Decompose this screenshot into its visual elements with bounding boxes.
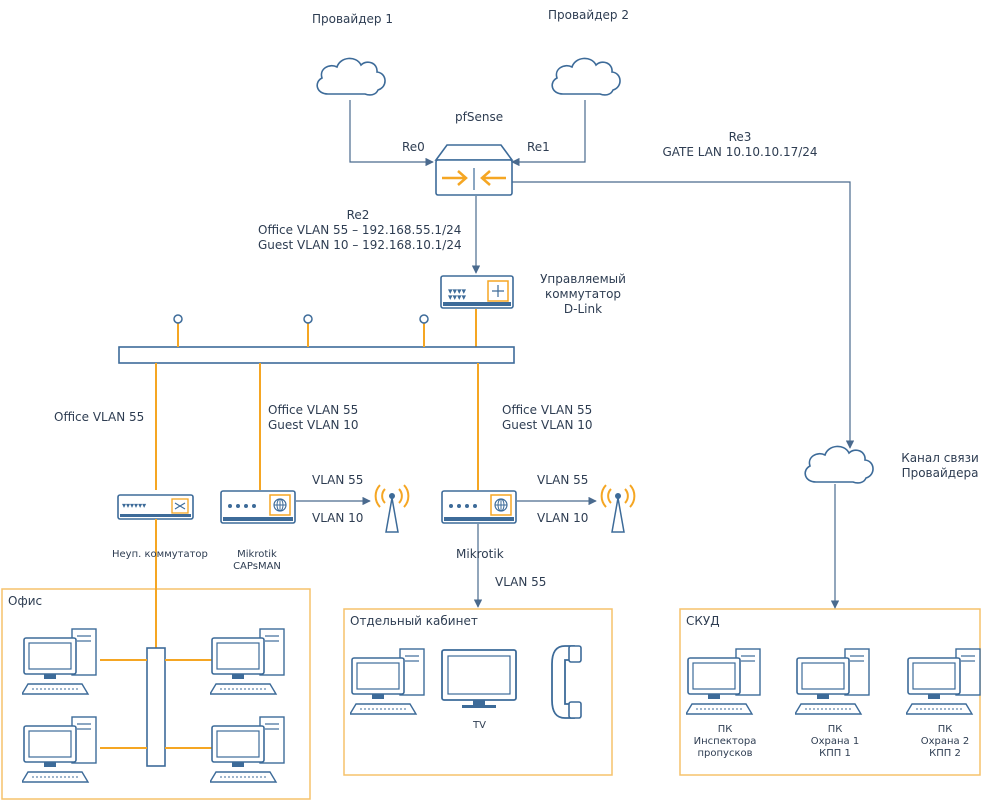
mikrotik-vlan-line2: Guest VLAN 10 [502,418,593,432]
port-node-1 [173,314,183,324]
wifi-antenna-a-icon [374,484,410,533]
office-pc-4-icon [210,716,285,783]
provider-link-line2: Провайдера [901,466,979,480]
capsman-vlan-line1: Office VLAN 55 [268,403,359,417]
skud-pc-3-line3: КПП 2 [929,748,961,759]
capsman-line1: Mikrotik [237,549,277,560]
wifi-b-vlan55: VLAN 55 [537,473,589,487]
zone-cabinet-box [343,608,613,776]
capsman-vlan-label: Office VLAN 55 Guest VLAN 10 [268,403,359,433]
wifi-a-vlan55: VLAN 55 [312,473,364,487]
re1-label: Re1 [527,140,550,154]
mikrotik-router-icon [441,490,517,524]
skud-pc-1-line1: ПК [717,724,733,735]
zone-skud-title: СКУД [686,614,720,628]
capsman-label: Mikrotik CAPsMAN [222,549,292,573]
skud-pc-3-label: ПК Охрана 2 КПП 2 [910,724,980,760]
mikrotik-cabinet-vlan: VLAN 55 [495,575,547,589]
skud-pc-1-line2: Инспектора [693,736,757,747]
mikrotik-label: Mikrotik [456,547,504,561]
skud-pc-2-line1: ПК [827,724,843,735]
skud-pc-2-line2: Охрана 1 [810,736,860,747]
unmanaged-switch-label: Неуп. коммутатор [112,549,208,560]
mikrotik-vlan-label: Office VLAN 55 Guest VLAN 10 [502,403,593,433]
managed-switch-line3: D-Link [563,302,603,316]
re3-label: Re3 GATE LAN 10.10.10.17/24 [660,130,820,160]
provider2-label: Провайдер 2 [548,8,629,22]
wifi-b-vlan10: VLAN 10 [537,511,589,525]
re3-title: Re3 [728,130,752,144]
skud-pc-2-icon [795,648,870,715]
office-pc-2-icon [210,628,285,695]
re2-label: Re2 Office VLAN 55 – 192.168.55.1/24 Gue… [258,208,462,253]
skud-pc-2-label: ПК Охрана 1 КПП 1 [800,724,870,760]
cabinet-pc-icon [350,648,425,715]
link-re3 [512,181,855,449]
re0-label: Re0 [402,140,425,154]
port-node-2 [303,314,313,324]
skud-pc-2-line3: КПП 1 [819,748,851,759]
skud-pc-1-icon [686,648,761,715]
link-re1 [511,100,586,167]
phone-icon [551,645,582,719]
skud-pc-1-line3: пропусков [697,748,753,759]
svg-text:▾▾▾▾: ▾▾▾▾ [448,293,467,303]
managed-switch-label: Управляемый коммутатор D-Link [528,272,638,317]
provider-link-line1: Канал связи [901,451,979,465]
capsman-router-icon [220,490,296,524]
backbone-bus [118,346,515,364]
office-pc-1-icon [22,628,97,695]
re2-guest: Guest VLAN 10 – 192.168.10.1/24 [258,238,462,252]
re2-office: Office VLAN 55 – 192.168.55.1/24 [258,223,462,237]
provider-link-cloud-icon [804,445,874,484]
wifi-a-vlan10: VLAN 10 [312,511,364,525]
office-switch-bar [146,647,166,767]
provider2-cloud-icon [551,57,621,96]
wifi-antenna-b-icon [600,484,636,533]
pfsense-label: pfSense [455,110,504,124]
capsman-vlan-line2: Guest VLAN 10 [268,418,359,432]
re3-subnet: GATE LAN 10.10.10.17/24 [662,145,818,159]
managed-switch-line1: Управляемый [540,272,626,286]
tv-label: TV [473,720,486,731]
office-pc-3-icon [22,716,97,783]
mikrotik-vlan-line1: Office VLAN 55 [502,403,593,417]
office-vlan-label: Office VLAN 55 [54,410,145,424]
skud-pc-3-icon [906,648,981,715]
provider1-label: Провайдер 1 [312,12,393,26]
zone-cabinet-title: Отдельный кабинет [350,614,478,628]
link-re0 [349,100,434,167]
pfsense-router-icon [434,144,514,196]
tv-icon [441,649,517,708]
port-node-3 [419,314,429,324]
managed-switch-line2: коммутатор [544,287,622,301]
unmanaged-switch-icon: ▾▾▾▾▾▾ [117,494,194,520]
skud-pc-3-line1: ПК [937,724,953,735]
skud-pc-3-line2: Охрана 2 [920,736,970,747]
provider1-cloud-icon [316,57,386,96]
svg-text:▾▾▾▾: ▾▾▾▾ [448,287,467,297]
provider-link-label: Канал связи Провайдера [895,451,985,481]
svg-text:▾▾▾▾▾▾: ▾▾▾▾▾▾ [122,501,146,510]
re2-title: Re2 [346,208,370,222]
zone-office-title: Офис [8,594,43,608]
skud-pc-1-label: ПК Инспектора пропусков [690,724,760,760]
managed-switch-icon: ▾▾▾▾ ▾▾▾▾ [440,275,514,309]
capsman-line2: CAPsMAN [233,561,281,572]
